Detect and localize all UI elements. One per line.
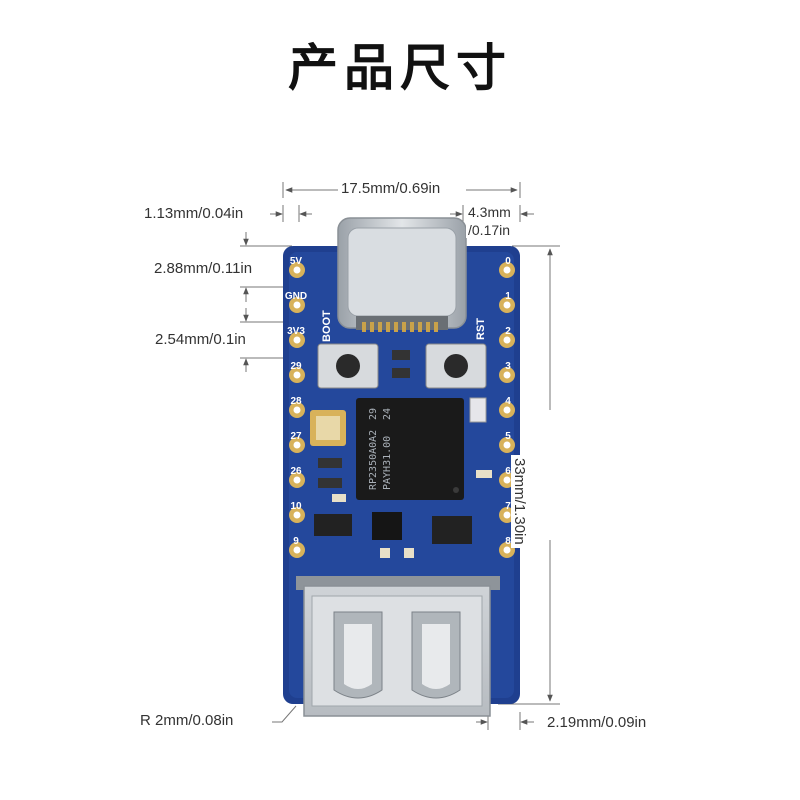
bottom-right-offset-label: 2.19mm/0.09in <box>545 714 649 731</box>
left-pin-label: 10 <box>290 501 302 512</box>
height-dimension-label: 33mm/1.30in <box>511 455 528 548</box>
left-pin-hole <box>293 301 301 309</box>
right-pin-hole <box>503 266 511 274</box>
right-pin-label: 4 <box>505 396 511 407</box>
left-pin-hole <box>293 441 301 449</box>
right-pin-label: 3 <box>505 361 511 372</box>
right-pin-label: 6 <box>505 466 511 477</box>
left-pin-hole <box>293 546 301 554</box>
chip-marking-1: RP2350A0A2 <box>368 430 379 490</box>
pin-pitch-label: 2.54mm/0.1in <box>153 331 248 348</box>
right-pin-hole <box>503 511 511 519</box>
right-pin-label: 0 <box>505 256 511 267</box>
left-pin-label: 9 <box>293 536 299 547</box>
rp2350-chip: RP2350A0A2 PAYH31.00 29 24 <box>356 398 464 500</box>
chip-marking-2: PAYH31.00 <box>382 436 393 490</box>
left-pin-hole <box>293 266 301 274</box>
right-pin-label: 7 <box>505 501 511 512</box>
right-pin-hole <box>503 336 511 344</box>
left-pin-label: 26 <box>290 466 302 477</box>
left-pin-hole <box>293 371 301 379</box>
left-pin-hole <box>293 406 301 414</box>
right-pin-hole <box>503 546 511 554</box>
left-pin-hole <box>293 511 301 519</box>
right-pin-label: 1 <box>505 291 511 302</box>
boot-label: BOOT <box>321 310 333 342</box>
chip-marking-4: 24 <box>382 408 393 420</box>
left-pin-label: 3V3 <box>287 326 305 337</box>
boot-button[interactable] <box>317 343 379 389</box>
left-pin-label: 28 <box>290 396 302 407</box>
left-pin-hole <box>293 476 301 484</box>
crystal-oscillator <box>310 410 346 446</box>
left-offset-label: 1.13mm/0.04in <box>142 205 246 222</box>
dimension-lines <box>240 182 560 730</box>
pin-offset-label: 2.88mm/0.11in <box>152 260 255 277</box>
usb-c-connector <box>337 217 467 332</box>
left-pin-label: 5V <box>290 256 303 267</box>
left-pin-column: 5V GND 3V3 29 28 27 26 10 9 <box>285 256 307 558</box>
left-pin-label: 27 <box>290 431 302 442</box>
right-pin-hole <box>503 406 511 414</box>
right-pin-hole <box>503 476 511 484</box>
reset-button[interactable] <box>425 343 487 389</box>
right-offset-label-line2: /0.17in <box>466 222 513 238</box>
right-pin-hole <box>503 441 511 449</box>
right-pin-label: 8 <box>505 536 511 547</box>
chip-marking-3: 29 <box>368 408 379 420</box>
left-pin-hole <box>293 336 301 344</box>
right-pin-label: 2 <box>505 326 511 337</box>
usb-a-connector <box>296 576 500 717</box>
left-pin-label: 29 <box>290 361 302 372</box>
right-pin-label: 5 <box>505 431 511 442</box>
page-title: 产品尺寸 <box>288 39 512 97</box>
right-pin-hole <box>503 301 511 309</box>
width-dimension-label: 17.5mm/0.69in <box>339 180 443 197</box>
right-offset-label-line1: 4.3mm <box>466 204 513 220</box>
rst-label: RST <box>475 318 487 340</box>
left-pin-label: GND <box>285 291 307 302</box>
passive-components <box>314 350 492 558</box>
corner-radius-label: R 2mm/0.08in <box>138 712 236 729</box>
right-pin-hole <box>503 371 511 379</box>
